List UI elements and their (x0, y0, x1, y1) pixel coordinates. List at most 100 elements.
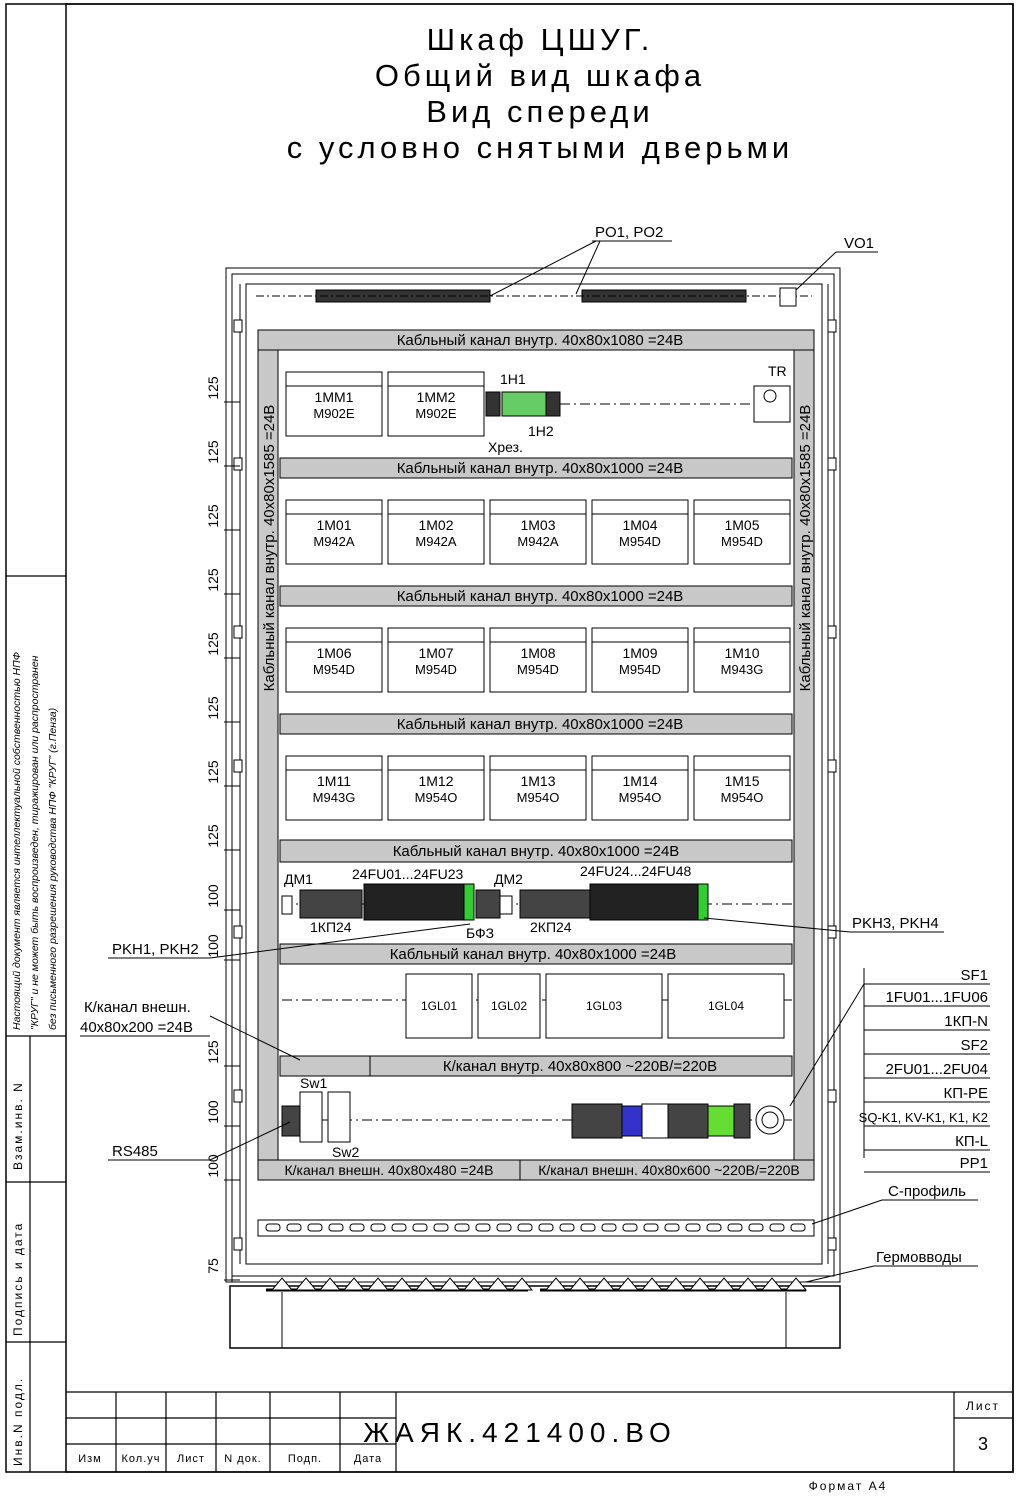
gland (592, 1277, 616, 1291)
h2-label: 1H2 (528, 423, 554, 439)
gland (640, 1277, 664, 1291)
row1-devices (285, 371, 791, 437)
legend-item: 1КП-N (944, 1013, 988, 1030)
profile-slot (265, 1223, 281, 1232)
dim-value: 100 (205, 1100, 221, 1124)
side-clips (233, 319, 837, 1251)
dim-value: 125 (205, 440, 221, 464)
tr-label: TR (768, 363, 787, 379)
gland (664, 1277, 688, 1291)
sw1-label: Sw1 (300, 1075, 327, 1091)
gland-triangles (270, 1277, 808, 1291)
module-box (591, 627, 689, 693)
dim-value: 100 (205, 884, 221, 908)
profile-slot (769, 1223, 785, 1232)
channel-row1-label: Кабльный канал внутр. 40x80x1000 =24B (397, 460, 684, 477)
dim-value: 125 (205, 760, 221, 784)
module-name: 1M07 (418, 645, 453, 661)
module-type: M954D (313, 662, 355, 677)
psu-1gl03: 1GL03 (586, 999, 622, 1013)
h1-label: 1H1 (500, 371, 526, 387)
profile-slot (328, 1223, 344, 1232)
module-name: 1M15 (724, 773, 759, 789)
gland (568, 1277, 592, 1291)
gland (784, 1277, 808, 1291)
profile-slot (727, 1223, 743, 1232)
dim-value: 125 (205, 824, 221, 848)
psu-1gl01: 1GL01 (421, 999, 457, 1013)
module-name: 1M05 (724, 517, 759, 533)
module-type: M942A (415, 534, 457, 549)
profile-slot (748, 1223, 764, 1232)
channel-left-vertical-label: Кабльный канал внутр. 40x80x1585 =24B (261, 405, 278, 692)
module-name: 1M03 (520, 517, 555, 533)
mm1-type: M902E (313, 406, 355, 421)
channel-ac-label: К/канал внутр. 40x80x800 ~220В/=220В (443, 1058, 717, 1075)
channel-right-vertical-label: Кабльный канал внутр. 40x80x1585 =24B (797, 405, 814, 692)
profile-slot (307, 1223, 323, 1232)
stamp-vzam: Взам.инв. N (11, 1081, 25, 1170)
callout-po: PO1, PO2 (595, 224, 663, 241)
module-box (489, 755, 587, 821)
module-type: M942A (313, 534, 355, 549)
module-type: M954D (619, 662, 661, 677)
legend-item: PP1 (960, 1155, 988, 1172)
sheet-inner-frame (65, 3, 1014, 1473)
callout-rs485: RS485 (112, 1143, 158, 1160)
legend-item: КП-PE (943, 1085, 988, 1102)
dim-value: 125 (205, 632, 221, 656)
channel-row2-label: Кабльный канал внутр. 40x80x1000 =24B (397, 588, 684, 605)
module-box (387, 755, 485, 821)
dim-value: 100 (205, 934, 221, 958)
gland (510, 1277, 534, 1291)
stamp-notice-1: Настоящий документ является интеллектуал… (11, 652, 23, 1030)
module-type: M942A (517, 534, 559, 549)
callout-kanal-ext-1: К/канал внешн. (84, 999, 191, 1016)
module-type: M954D (721, 534, 763, 549)
kp1-label: 1КП24 (310, 919, 352, 935)
module-type: M954D (619, 534, 661, 549)
legend-item: SF1 (960, 967, 988, 984)
channels (257, 329, 815, 1181)
module-type: M954D (517, 662, 559, 677)
stamp-podpis: Подпись и дата (11, 1222, 25, 1336)
module-box (693, 499, 791, 565)
dim-value: 125 (205, 504, 221, 528)
profile-slot (643, 1223, 659, 1232)
gland (760, 1277, 784, 1291)
profile-slot (601, 1223, 617, 1232)
gland (688, 1277, 712, 1291)
doc-code: ЖАЯК.421400.ВО (363, 1417, 677, 1448)
module-type: M954O (619, 790, 662, 805)
legend-item: 1FU01...1FU06 (885, 989, 988, 1006)
gland (390, 1277, 414, 1291)
stamp-inv: Инв.N подл. (11, 1377, 25, 1466)
dim-value: 100 (205, 1154, 221, 1178)
module-box (285, 499, 383, 565)
stamp-notice-2: "КРУГ" и не может быть воспроизведен, ти… (29, 655, 41, 1030)
psu-1gl02: 1GL02 (491, 999, 527, 1013)
callout-germo: Гермовводы (876, 1249, 962, 1266)
profile-slot (517, 1223, 533, 1232)
legend-item: 2FU01...2FU04 (885, 1061, 988, 1078)
profile-slot (454, 1223, 470, 1232)
profile-slot (286, 1223, 302, 1232)
module-box (591, 755, 689, 821)
callout-vo: VO1 (844, 235, 874, 252)
module-box (489, 499, 587, 565)
title-line-1: Шкаф ЦШУГ. (426, 22, 654, 57)
profile-slot (706, 1223, 722, 1232)
channel-top-label: Кабльный канал внутр. 40x80x1080 =24B (397, 332, 684, 349)
module-type: M954D (415, 662, 457, 677)
sheet-label: Лист (966, 1399, 1000, 1413)
profile-slot (370, 1223, 386, 1232)
module-name: 1M14 (622, 773, 657, 789)
legend-table: SF11FU01...1FU061КП-NSF22FU01...2FU04КП-… (859, 967, 990, 1173)
module-name: 1M06 (316, 645, 351, 661)
gland (462, 1277, 486, 1291)
gland (438, 1277, 462, 1291)
legend-item: КП-L (955, 1133, 988, 1150)
module-box (285, 755, 383, 821)
module-type: M943G (721, 662, 764, 677)
